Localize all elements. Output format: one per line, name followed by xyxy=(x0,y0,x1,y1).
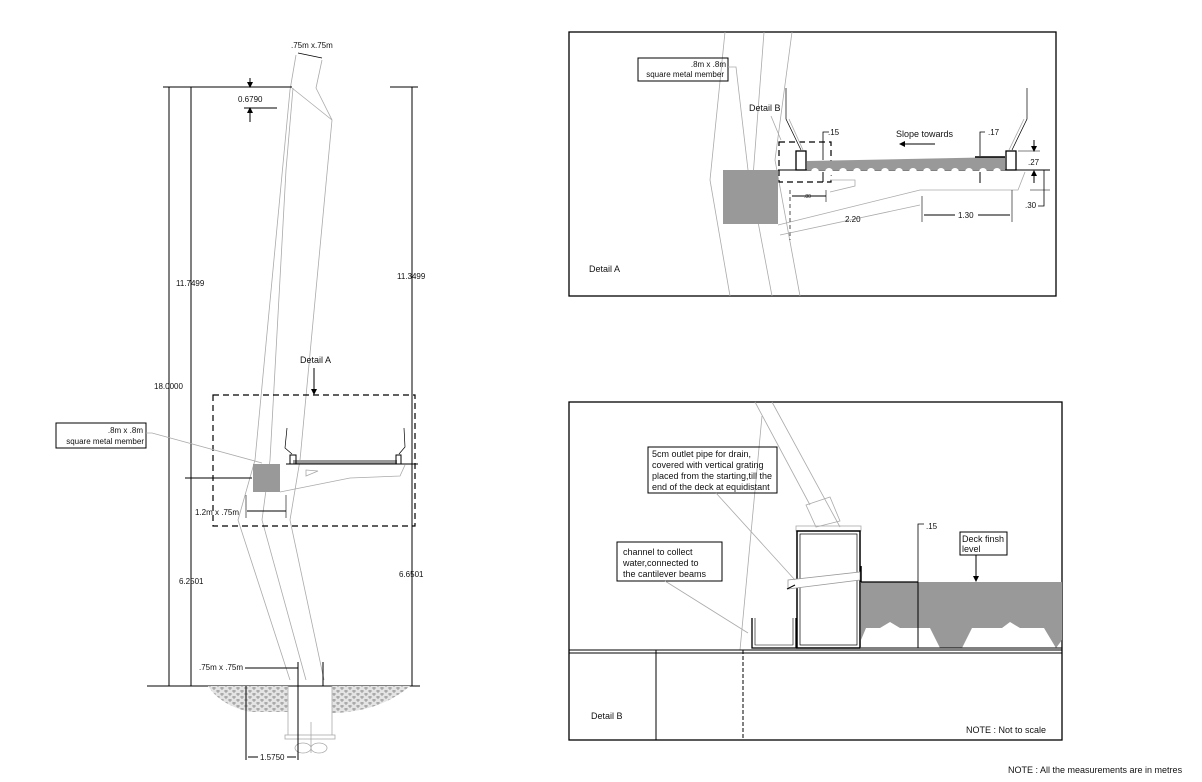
units-note: NOTE : All the measurements are in metre… xyxy=(1008,765,1183,775)
soil-right xyxy=(332,686,410,713)
detail-b-panel: .15 Deck finsh level 5cm outlet pipe for… xyxy=(568,401,1063,741)
dim-small-offset: .80 xyxy=(804,194,811,200)
deck-voids xyxy=(811,168,1001,176)
pipe-note-line4: end of the deck at equidistant xyxy=(652,482,770,492)
detail-a-panel: .8m x .8m square metal member Detail B xyxy=(568,31,1057,297)
right-railing xyxy=(1011,88,1028,151)
detail-b-title: Detail B xyxy=(591,711,623,721)
top-member-label: .75m x.75m xyxy=(291,41,333,50)
channel-note-line1: channel to collect xyxy=(623,547,693,557)
deck-finish-callout-box xyxy=(959,531,1008,556)
pipe-note-line1: 5cm outlet pipe for drain, xyxy=(652,449,751,459)
detail-a-callout: Detail A xyxy=(300,355,331,365)
channel-note-line3: the cantilever beams xyxy=(623,569,707,579)
left-lower-dim: 6.2501 xyxy=(179,577,204,586)
collection-channel xyxy=(751,618,797,649)
dim-left-thickness: .15 xyxy=(828,128,840,137)
detail-a-boundary xyxy=(212,394,416,527)
base-offset-dim: 1.5750 xyxy=(260,753,285,762)
main-elevation: .75m x.75m 0.6790 11.7499 18.0000 6.2501… xyxy=(55,41,426,762)
dim-curb-height: .27 xyxy=(1028,158,1040,167)
left-railing xyxy=(785,88,802,151)
total-height-dim: 18.0000 xyxy=(154,382,183,391)
cantilever-label: 1.2m x .75m xyxy=(195,508,239,517)
outlet-pipe xyxy=(787,571,861,590)
inclined-column xyxy=(237,54,333,681)
right-upper-dim: 11.3499 xyxy=(397,272,426,281)
channel-note-box xyxy=(616,541,723,582)
box-beam xyxy=(796,530,861,649)
dim-right-thickness: .17 xyxy=(988,128,1000,137)
right-curb xyxy=(1005,150,1017,171)
soil-left xyxy=(208,686,288,712)
detail-a-square-member xyxy=(723,170,778,224)
detail-b-deck-slab xyxy=(861,582,1062,648)
member-callout-box xyxy=(55,422,147,449)
deck-finish-line1: Deck finsh xyxy=(962,534,1004,544)
right-lower-dim: 6.6501 xyxy=(399,570,424,579)
top-offset-dim: 0.6790 xyxy=(238,95,263,104)
member-callout-line1: .8m x .8m xyxy=(108,426,143,435)
channel-note-line2: water,connected to xyxy=(622,558,699,568)
left-curb xyxy=(795,150,807,171)
detail-a-member-callout-line1: .8m x .8m xyxy=(691,60,726,69)
left-upper-dim: 11.7499 xyxy=(176,279,205,288)
detail-a-member-callout-box xyxy=(637,57,729,82)
detail-a-member-callout-line2: square metal member xyxy=(646,70,724,79)
dim-end-length: 1.30 xyxy=(958,211,974,220)
detail-a-deck-slab xyxy=(807,157,1005,170)
dim-beam-depth: .30 xyxy=(1025,201,1037,210)
scale-note: NOTE : Not to scale xyxy=(966,725,1046,735)
detail-b-frame xyxy=(568,401,1063,741)
dim-cantilever-length: 2.20 xyxy=(845,215,861,224)
square-metal-member xyxy=(253,464,280,492)
member-callout-line2: square metal member xyxy=(66,437,144,446)
detail-b-callout: Detail B xyxy=(749,103,781,113)
pipe-note-line2: covered with vertical grating xyxy=(652,460,764,470)
pipe-note-box xyxy=(647,446,778,494)
slope-label: Slope towards xyxy=(896,129,954,139)
detail-a-frame xyxy=(568,31,1057,297)
top-member-dim-line xyxy=(297,52,323,59)
detail-b-dim-thickness: .15 xyxy=(926,522,938,531)
deck-finish-line2: level xyxy=(962,544,981,554)
pipe-note-line3: placed from the starting,till the xyxy=(652,471,772,481)
deck-slab-elevation xyxy=(293,460,397,464)
base-member-label: .75m x .75m xyxy=(199,663,243,672)
detail-a-title: Detail A xyxy=(589,264,620,274)
